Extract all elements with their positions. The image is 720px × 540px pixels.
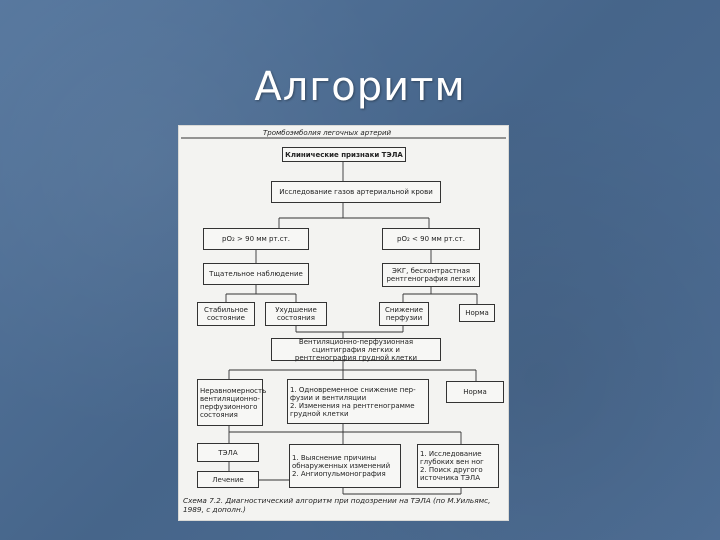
node-stable: Стабильное состояние <box>197 302 255 326</box>
node-uneven-perfusion: Неравномерность вентиляционно- перфузион… <box>197 379 266 426</box>
node-blood-gas: Исследование газов артериальной крови <box>271 181 441 203</box>
flowchart-connectors <box>181 137 506 495</box>
node-scintigraphy: Вентиляционно-перфузионная сцинтиграфия … <box>271 338 441 362</box>
node-observation: Тщательное наблюдение <box>203 263 309 285</box>
node-simultaneous-reduction: 1. Одновременное снижение пер- фузии и в… <box>287 379 429 424</box>
node-po2-high: pO₂ > 90 мм рт.ст. <box>203 228 309 250</box>
node-norm-2: Норма <box>446 381 504 403</box>
flowchart-header: Тромбоэмболия легочных артерий <box>263 129 392 137</box>
scanned-flowchart: Тромбоэмболия легочных артерий Клиническ… <box>179 126 508 520</box>
node-norm-1: Норма <box>459 304 495 322</box>
node-po2-low: pO₂ < 90 мм рт.ст. <box>382 228 480 250</box>
slide-title: Алгоритм <box>254 64 466 110</box>
node-investigate-veins: 1. Исследование глубоких вен ног 2. Поис… <box>417 444 499 488</box>
node-clarify-cause: 1. Выяснение причины обнаруженных измене… <box>289 444 401 488</box>
node-clinical-signs: Клинические признаки ТЭЛА <box>282 147 406 162</box>
node-reduced-perfusion: Снижение перфузии <box>379 302 429 326</box>
node-ecg-xray: ЭКГ, бесконтрастная рентгенография легки… <box>382 263 480 287</box>
node-tela: ТЭЛА <box>197 443 259 462</box>
node-worsening: Ухудшение состояния <box>265 302 327 326</box>
figure-caption: Схема 7.2. Диагностический алгоритм при … <box>183 496 491 514</box>
node-treatment: Лечение <box>197 471 259 488</box>
